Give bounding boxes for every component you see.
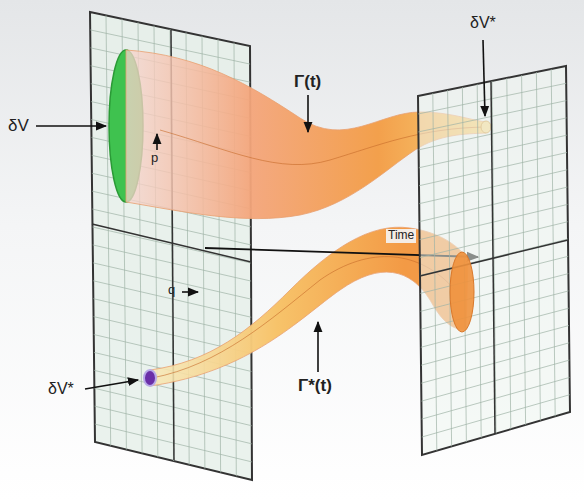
- axis-arrow: [182, 291, 198, 293]
- grid: [418, 69, 570, 451]
- volume-label: δV: [8, 116, 29, 136]
- leader-arrow: [317, 322, 319, 372]
- grid-line: [419, 135, 567, 168]
- grid-line: [418, 83, 566, 114]
- grid-line: [420, 204, 568, 239]
- grid-line: [422, 377, 570, 419]
- grid-line: [420, 274, 568, 312]
- grid-line: [419, 170, 567, 204]
- grid-line: [421, 326, 569, 366]
- grid-line: [422, 395, 570, 437]
- axis-label: q: [168, 283, 175, 298]
- grid-line: [420, 222, 568, 258]
- trajectory-label: Γ(t): [294, 72, 321, 92]
- leader-arrow: [36, 125, 106, 127]
- volume-label: δV*: [470, 14, 496, 32]
- grid-line: [421, 343, 569, 383]
- q-axis: [420, 240, 568, 276]
- grid-line: [418, 101, 566, 132]
- grid-line: [421, 308, 569, 347]
- grid-line: [419, 118, 567, 150]
- grid-line: [419, 187, 567, 222]
- leader-arrow: [483, 40, 485, 116]
- grid-line: [420, 239, 568, 276]
- phase-plane-right: [418, 66, 570, 455]
- q-axis: [92, 224, 251, 262]
- trajectory-label: Γ*(t): [298, 376, 332, 396]
- leader-arrow: [307, 95, 309, 132]
- volume-ellipse: [450, 252, 474, 332]
- volume-ellipse: [144, 370, 156, 386]
- grid-line: [421, 291, 569, 329]
- leader-arrow: [85, 380, 138, 389]
- trajectory-line: [152, 257, 455, 378]
- grid-line: [421, 360, 569, 401]
- axis-label: Time: [386, 229, 416, 243]
- volume-label: δV*: [48, 380, 74, 398]
- grid-line: [420, 256, 568, 293]
- axis-arrow: [156, 134, 158, 150]
- grid-line: [419, 153, 567, 186]
- axis-label: p: [151, 151, 158, 166]
- panel-frame: [418, 66, 570, 455]
